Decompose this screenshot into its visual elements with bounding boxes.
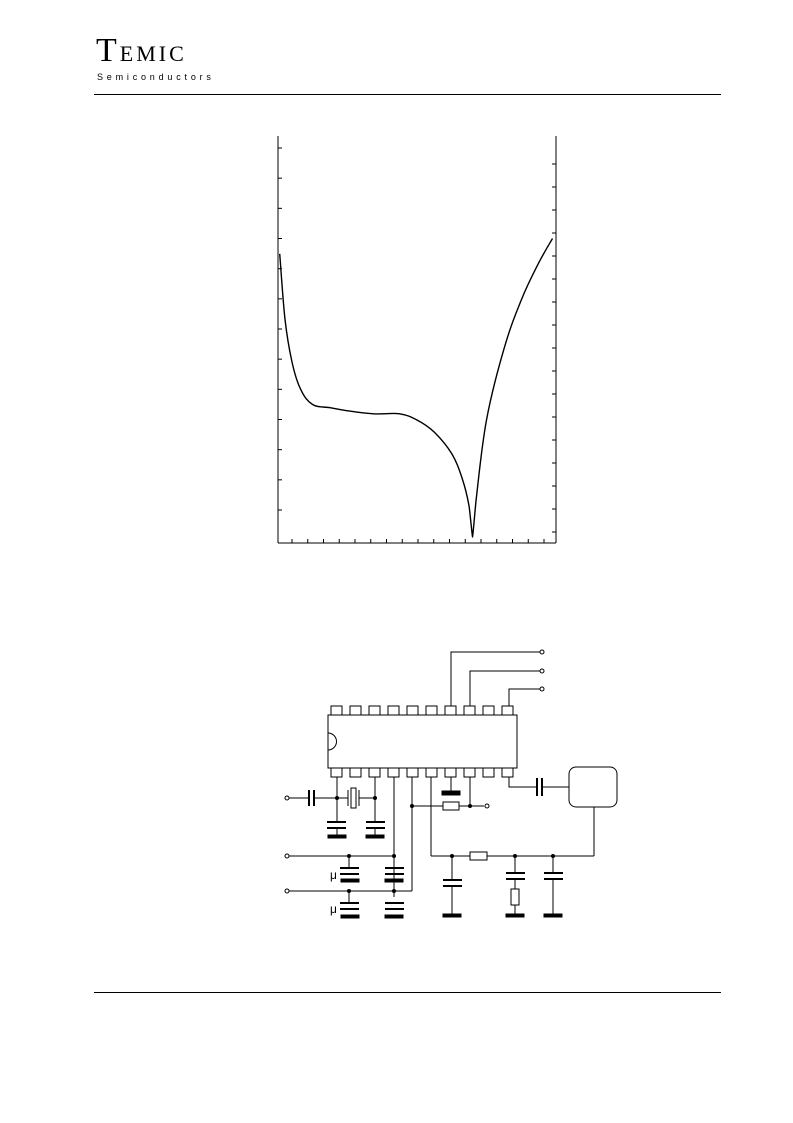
mu-label: μ bbox=[330, 902, 337, 916]
ic-body bbox=[327, 714, 518, 769]
header-rule bbox=[94, 94, 721, 95]
brand-initial: T bbox=[96, 32, 120, 69]
terminal bbox=[284, 853, 290, 859]
ic-pins-top bbox=[330, 705, 514, 716]
ic-pins-bottom bbox=[330, 767, 514, 778]
terminal bbox=[539, 649, 545, 655]
wire-pin-lead bbox=[450, 651, 540, 706]
terminal bbox=[484, 803, 490, 809]
ground-symbol bbox=[340, 914, 360, 919]
ground-symbol bbox=[340, 878, 360, 883]
footer-rule bbox=[94, 992, 721, 993]
brand-subtitle: Semiconductors bbox=[97, 72, 215, 82]
ic-pin-top bbox=[425, 705, 438, 716]
wire-pin-lead bbox=[469, 670, 540, 706]
terminal bbox=[539, 686, 545, 692]
ic-pin-top bbox=[501, 705, 514, 716]
ic-pin-top bbox=[330, 705, 343, 716]
terminal bbox=[284, 795, 290, 801]
ic-pin-bottom bbox=[482, 767, 495, 778]
resistor bbox=[510, 888, 520, 906]
ic-pin-top bbox=[406, 705, 419, 716]
ic-pin-top bbox=[482, 705, 495, 716]
ic-pin-bottom bbox=[425, 767, 438, 778]
terminal bbox=[539, 668, 545, 674]
ic-pin-bottom bbox=[463, 767, 476, 778]
ground-symbol bbox=[384, 878, 404, 883]
junction-dots bbox=[335, 796, 555, 893]
chart-axes bbox=[277, 136, 557, 544]
crystal bbox=[350, 787, 357, 809]
ground-symbol bbox=[442, 913, 462, 918]
ic-notch bbox=[327, 732, 337, 751]
wire bbox=[508, 777, 536, 788]
ic-pin-bottom bbox=[349, 767, 362, 778]
ic-pin-bottom bbox=[330, 767, 343, 778]
wire-pin-lead bbox=[508, 688, 540, 706]
ground-symbol bbox=[384, 914, 404, 919]
ground-symbol bbox=[327, 834, 347, 839]
ground-symbol bbox=[365, 834, 385, 839]
ground-symbol bbox=[441, 790, 461, 796]
resistor bbox=[469, 851, 488, 861]
data-series-line bbox=[279, 238, 554, 538]
mu-label: μ bbox=[330, 868, 337, 882]
temic-logo: TEMIC Semiconductors bbox=[96, 34, 215, 83]
ic-pin-top bbox=[349, 705, 362, 716]
ic-pin-bottom bbox=[387, 767, 400, 778]
ic-pin-bottom bbox=[406, 767, 419, 778]
ic-pin-bottom bbox=[501, 767, 514, 778]
ic-pin-bottom bbox=[368, 767, 381, 778]
resistor bbox=[442, 801, 460, 811]
ic-pin-top bbox=[444, 705, 457, 716]
ground-symbol bbox=[505, 913, 525, 918]
brand-name: TEMIC bbox=[96, 34, 215, 68]
vco-module bbox=[568, 766, 618, 808]
ic-pin-bottom bbox=[444, 767, 457, 778]
ic-pin-top bbox=[463, 705, 476, 716]
ic-pin-top bbox=[387, 705, 400, 716]
ground-symbol bbox=[543, 913, 563, 918]
ic-pin-top bbox=[368, 705, 381, 716]
brand-rest: EMIC bbox=[119, 41, 187, 66]
terminal bbox=[284, 888, 290, 894]
